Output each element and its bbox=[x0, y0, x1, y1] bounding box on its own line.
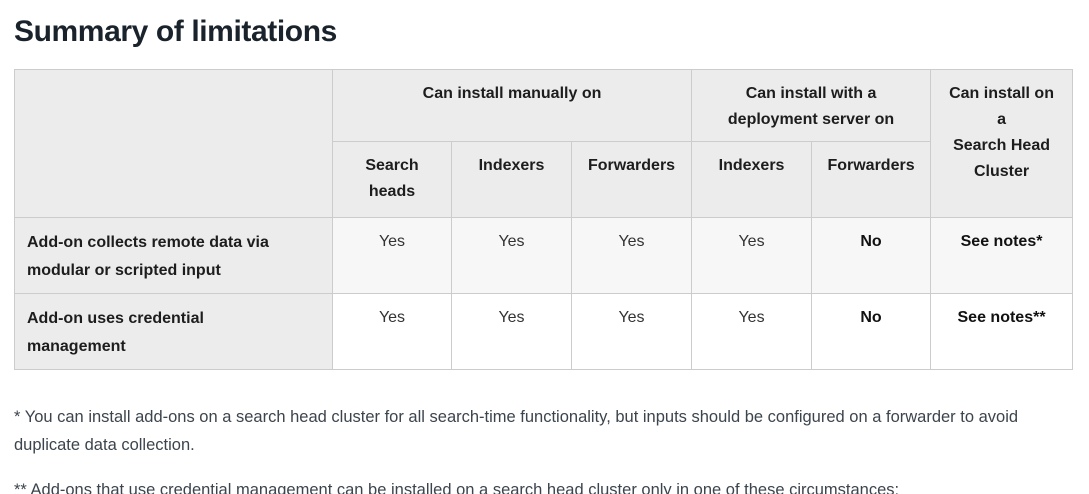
cell-modular-search-head-cluster: See notes* bbox=[930, 217, 1074, 294]
cell-credential-indexers-deployment: Yes bbox=[691, 293, 813, 370]
column-header-forwarders-deployment: Forwarders bbox=[811, 141, 932, 218]
column-header-search-heads: Search heads bbox=[332, 141, 452, 218]
column-group-deployment-server: Can install with a deployment server on bbox=[691, 69, 932, 142]
cell-modular-indexers-manual: Yes bbox=[451, 217, 572, 294]
column-group-install-manually: Can install manually on bbox=[331, 69, 693, 142]
cell-credential-indexers-manual: Yes bbox=[451, 293, 572, 370]
column-group-search-head-cluster: Can install on a Search Head Cluster bbox=[930, 69, 1074, 218]
cell-credential-search-head-cluster: See notes** bbox=[930, 293, 1074, 370]
row-label-credential-management: Add-on uses credential management bbox=[14, 293, 333, 370]
header-subhead-row: Search heads Indexers Forwarders Indexer… bbox=[15, 141, 1073, 218]
cell-modular-search-heads: Yes bbox=[332, 217, 452, 294]
header-group-row: Can install manually on Can install with… bbox=[14, 69, 1074, 218]
footnote-double-asterisk: ** Add-ons that use credential managemen… bbox=[14, 481, 900, 494]
cell-modular-forwarders-manual: Yes bbox=[570, 217, 693, 294]
limitations-table: Can install manually on Can install with… bbox=[14, 69, 1074, 370]
footnote-single-asterisk: * You can install add-ons on a search he… bbox=[14, 408, 1019, 454]
column-header-indexers-deployment: Indexers bbox=[691, 141, 813, 218]
table-corner-cell bbox=[14, 69, 333, 218]
cell-credential-forwarders-deployment: No bbox=[811, 293, 932, 370]
cell-modular-forwarders-deployment: No bbox=[811, 217, 932, 294]
cell-credential-search-heads: Yes bbox=[332, 293, 452, 370]
table-row-modular-input: Add-on collects remote data via modular … bbox=[14, 217, 1074, 294]
page-title: Summary of limitations bbox=[14, 15, 337, 48]
column-header-forwarders-manual: Forwarders bbox=[570, 141, 693, 218]
column-header-indexers-manual: Indexers bbox=[451, 141, 572, 218]
table-row-credential-management: Add-on uses credential management Yes Ye… bbox=[14, 293, 1074, 370]
cell-credential-forwarders-manual: Yes bbox=[570, 293, 693, 370]
cell-modular-indexers-deployment: Yes bbox=[691, 217, 813, 294]
row-label-modular-input: Add-on collects remote data via modular … bbox=[14, 217, 333, 294]
